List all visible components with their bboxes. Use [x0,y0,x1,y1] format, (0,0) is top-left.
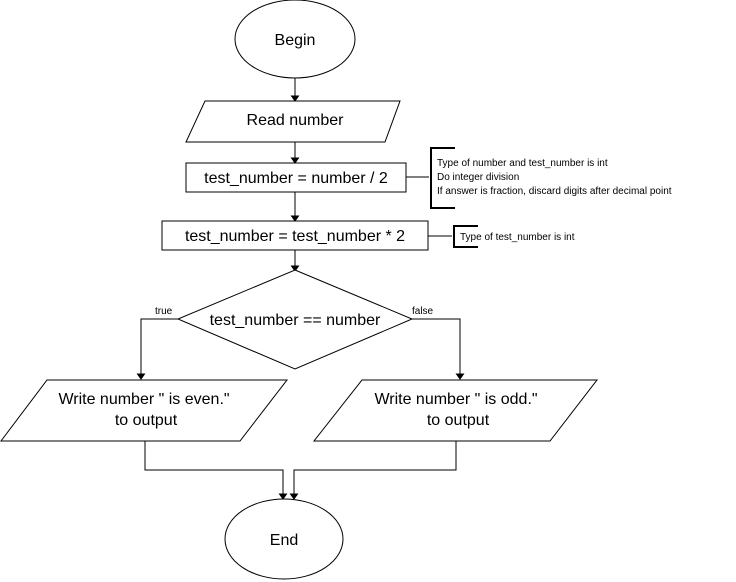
edge-decision-true [140,318,178,374]
edge-even-to-end [144,441,284,494]
read-number-label: Read number [247,112,345,129]
multiply-note-bracket [453,225,478,248]
arrowhead-icon [290,265,300,272]
write-odd-label-line-1: Write number " is odd." [374,391,537,408]
end-label: End [270,532,298,549]
write-even-label-line-1: Write number " is even." [58,391,229,408]
arrowhead-icon [290,157,300,164]
divide-note-bracket [430,147,455,209]
divide-annotation: Type of number and test_number is int Do… [406,147,672,209]
divide-note-line-1: Type of number and test_number is int [437,158,608,169]
write-even-node: Write number " is even." to output [0,379,289,442]
multiply-label: test_number = test_number * 2 [185,228,405,245]
true-edge-label: true [155,306,173,317]
divide-node: test_number = number / 2 [185,162,407,193]
divide-note-line-3: If answer is fraction, discard digits af… [437,186,672,197]
divide-label: test_number = number / 2 [204,170,388,187]
read-number-node: Read number [185,100,401,143]
begin-label: Begin [275,32,316,49]
false-edge-label: false [412,306,434,317]
read-number-parallelogram [185,100,401,143]
write-even-parallelogram [0,379,289,442]
begin-node: Begin [234,0,356,79]
edge-odd-to-end [293,441,457,494]
arrowhead-icon [278,493,288,500]
multiply-annotation: Type of test_number is int [428,225,575,248]
arrowhead-icon [136,373,146,380]
write-odd-label-line-2: to output [427,412,490,429]
divide-process-box [185,162,407,193]
connectors [136,78,465,500]
arrowhead-icon [455,373,465,380]
end-ellipse [224,498,344,580]
write-even-label-line-2: to output [115,412,178,429]
multiply-node: test_number = test_number * 2 [161,220,429,251]
decision-diamond [176,269,414,370]
divide-note-line-2: Do integer division [437,172,519,183]
write-odd-parallelogram [312,379,599,442]
edge-decision-false [412,318,461,374]
decision-node: test_number == number [176,269,414,370]
end-node: End [224,498,344,580]
begin-ellipse [234,0,356,79]
write-odd-node: Write number " is odd." to output [312,379,599,442]
arrowhead-icon [290,95,300,102]
arrowhead-icon [289,493,299,500]
arrowhead-icon [290,215,300,222]
decision-label: test_number == number [210,312,381,329]
multiply-process-box [161,220,429,251]
multiply-note-text: Type of test_number is int [460,232,575,243]
